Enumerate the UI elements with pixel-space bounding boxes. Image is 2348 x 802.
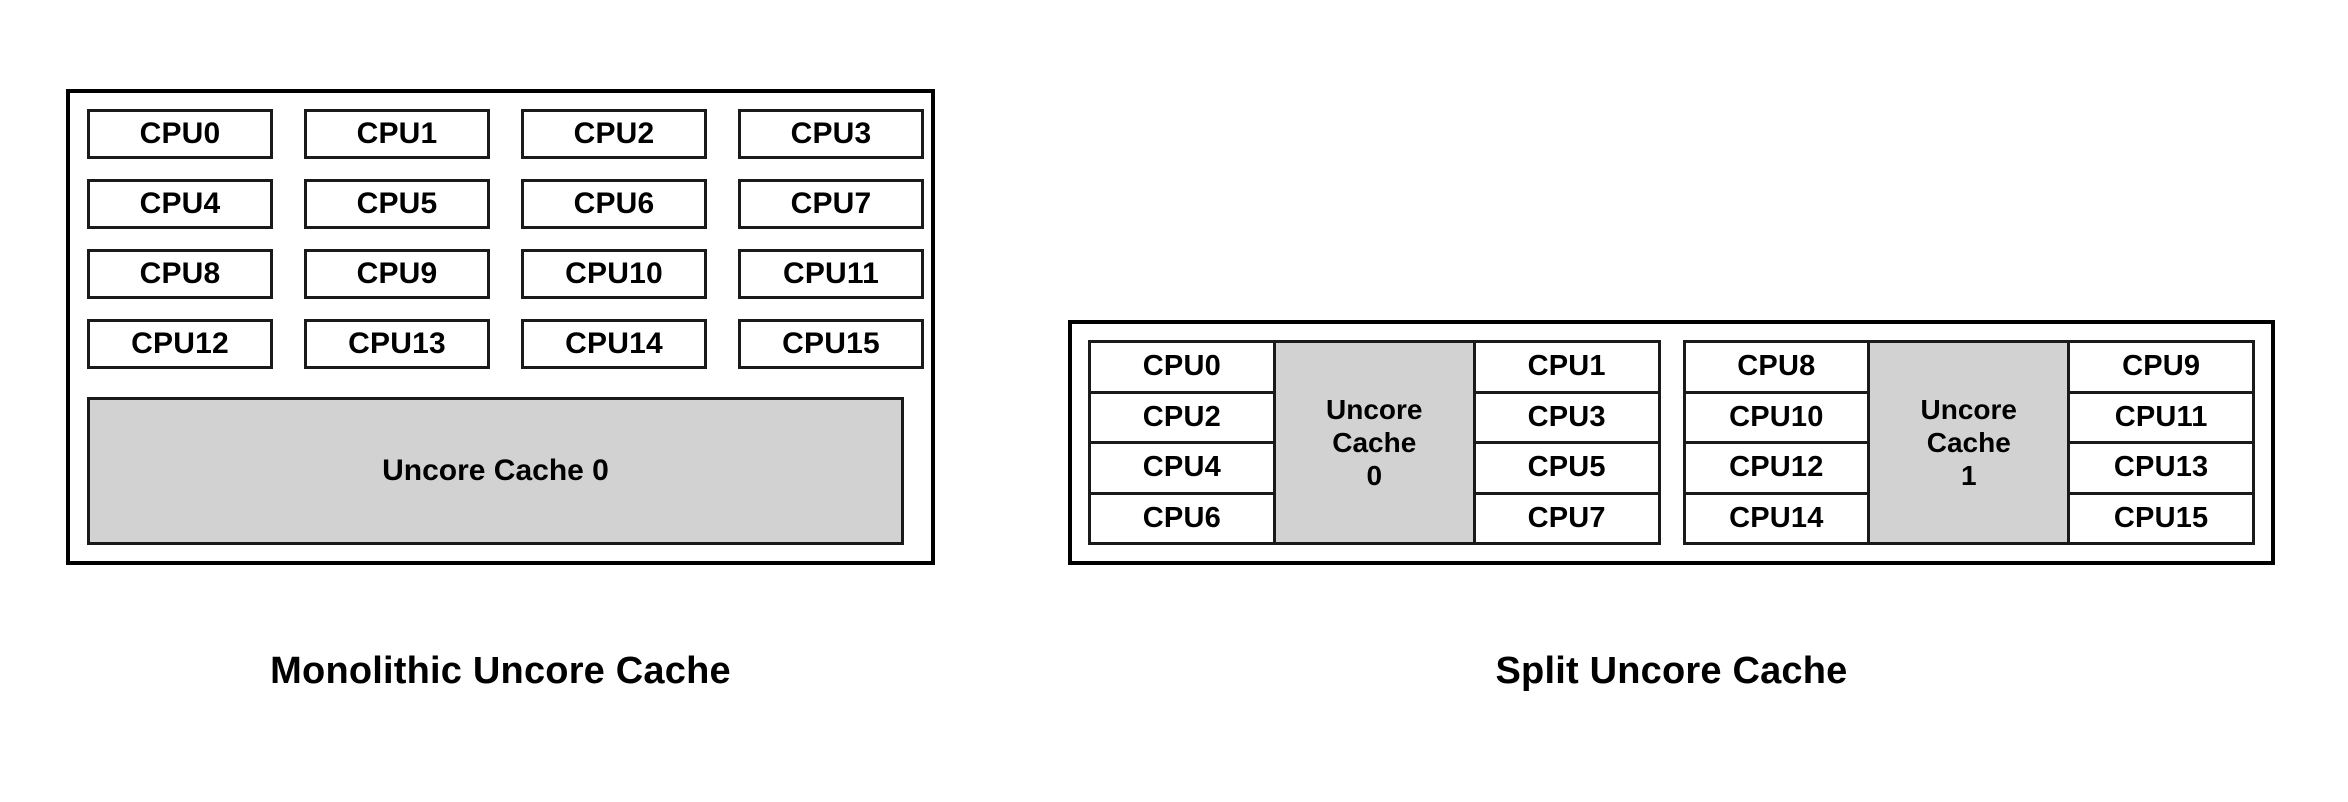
monolithic-cpu-grid: CPU0 CPU1 CPU2 CPU3 CPU4 CPU5 CPU6 CPU7 … [87, 109, 925, 369]
cpu-box: CPU14 [521, 319, 707, 369]
cpu-box: CPU12 [1682, 441, 1871, 495]
monolithic-diagram-caption: Monolithic Uncore Cache [270, 650, 731, 692]
cpu-box: CPU15 [738, 319, 924, 369]
cpu-box: CPU3 [1472, 390, 1661, 444]
cpu-box: CPU8 [87, 249, 273, 299]
cpu-box: CPU13 [304, 319, 490, 369]
split-cache-groups: CPU0 CPU2 CPU4 CPU6 Uncore Cache 0 CPU1 … [1088, 340, 2255, 545]
cpu-box: CPU10 [1682, 390, 1871, 444]
cache-label-line: 0 [1366, 460, 1383, 492]
split-uncore-cache-diagram: CPU0 CPU2 CPU4 CPU6 Uncore Cache 0 CPU1 … [1068, 320, 2275, 565]
cache-label-line: Uncore [1326, 393, 1423, 425]
split-diagram-caption: Split Uncore Cache [1495, 650, 1848, 692]
cache-label-line: Cache [1926, 426, 2011, 458]
cpu-box: CPU6 [1088, 491, 1276, 545]
cpu-box: CPU9 [2067, 340, 2255, 394]
cpu-box: CPU7 [738, 179, 924, 229]
split-cache-group: CPU8 CPU10 CPU12 CPU14 Uncore Cache 1 CP… [1682, 340, 2255, 545]
cpu-box: CPU4 [87, 179, 273, 229]
split-cache-group: CPU0 CPU2 CPU4 CPU6 Uncore Cache 0 CPU1 … [1088, 340, 1661, 545]
uncore-cache-box: Uncore Cache 0 [1272, 340, 1476, 545]
cpu-box: CPU8 [1682, 340, 1871, 394]
cpu-box: CPU2 [1088, 390, 1276, 444]
uncore-cache-box: Uncore Cache 1 [1867, 340, 2071, 545]
cpu-box: CPU10 [521, 249, 707, 299]
cpu-column-right: CPU9 CPU11 CPU13 CPU15 [2067, 340, 2255, 545]
cpu-box: CPU1 [304, 109, 490, 159]
uncore-cache-box: Uncore Cache 0 [87, 397, 904, 545]
cpu-column-right: CPU1 CPU3 CPU5 CPU7 [1472, 340, 1661, 545]
cpu-box: CPU15 [2067, 491, 2255, 545]
cache-label-line: Cache [1332, 426, 1417, 458]
monolithic-uncore-cache-diagram: CPU0 CPU1 CPU2 CPU3 CPU4 CPU5 CPU6 CPU7 … [66, 89, 935, 565]
cpu-box: CPU0 [87, 109, 273, 159]
cache-label-line: Uncore [1920, 393, 2017, 425]
cpu-box: CPU5 [1472, 441, 1661, 495]
cache-label-line: 1 [1960, 460, 1977, 492]
cpu-box: CPU11 [738, 249, 924, 299]
cpu-box: CPU3 [738, 109, 924, 159]
cpu-column-left: CPU8 CPU10 CPU12 CPU14 [1682, 340, 1871, 545]
cpu-box: CPU13 [2067, 441, 2255, 495]
cpu-box: CPU9 [304, 249, 490, 299]
cpu-box: CPU2 [521, 109, 707, 159]
cpu-box: CPU4 [1088, 441, 1276, 495]
cpu-box: CPU11 [2067, 390, 2255, 444]
cpu-box: CPU5 [304, 179, 490, 229]
cpu-box: CPU1 [1472, 340, 1661, 394]
cpu-box: CPU7 [1472, 491, 1661, 545]
cpu-box: CPU12 [87, 319, 273, 369]
cpu-box: CPU0 [1088, 340, 1276, 394]
cpu-box: CPU6 [521, 179, 707, 229]
cpu-column-left: CPU0 CPU2 CPU4 CPU6 [1088, 340, 1276, 545]
cpu-box: CPU14 [1682, 491, 1871, 545]
